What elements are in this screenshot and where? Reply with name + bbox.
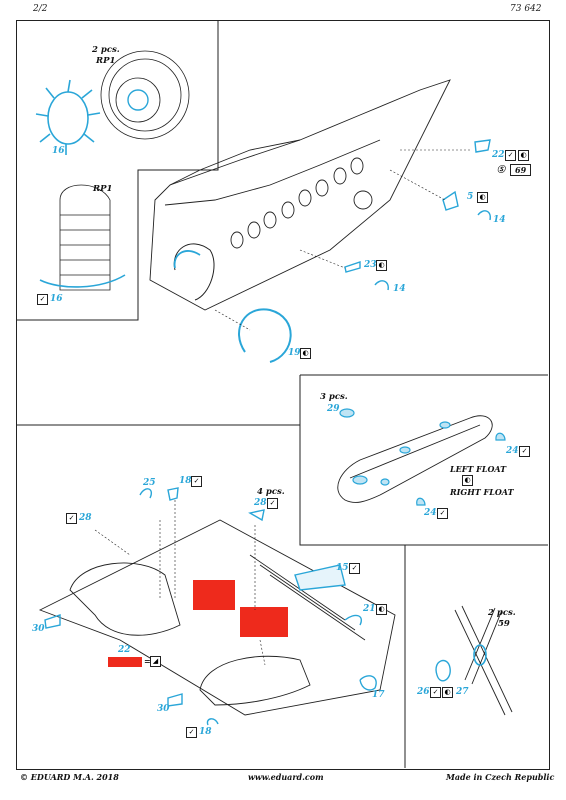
part-21: 21 — [363, 604, 376, 614]
part-69: 69 — [510, 164, 532, 176]
check-icon: ✓ — [66, 513, 77, 524]
part-25: 25 — [143, 478, 156, 488]
strut-qty: 2 pcs. — [488, 608, 516, 618]
right-float-label: RIGHT FLOAT — [450, 487, 514, 497]
paint-icon: ◢ — [150, 656, 161, 667]
check-icon: ✓ — [437, 508, 448, 519]
engine-code: RP1 — [96, 56, 116, 66]
check-icon: ✓ — [191, 476, 202, 487]
part-14a: 14 — [493, 215, 506, 225]
check-icon: ✓ — [349, 563, 360, 574]
part-22: 22 — [492, 150, 505, 160]
part-24b: 24 — [424, 508, 437, 518]
part-26: 26 — [417, 687, 430, 697]
part-18a: 18 — [179, 476, 192, 486]
check-icon: ✓ — [430, 687, 441, 698]
website: www.eduard.com — [248, 772, 324, 782]
part-16-detail: 16 — [50, 294, 63, 304]
mask-red-1 — [193, 580, 235, 610]
half-circle-icon: ◐ — [300, 348, 311, 359]
mask-red-legend — [108, 657, 142, 667]
part-22b: 22 — [118, 645, 131, 655]
page-number: 2/2 — [33, 4, 48, 14]
left-float-label: LEFT FLOAT — [450, 464, 507, 474]
float-qty: 3 pcs. — [320, 392, 348, 402]
part-29: 29 — [327, 404, 340, 414]
page-frame — [16, 20, 550, 770]
mask-red-2 — [240, 607, 288, 637]
strut-code: 59 — [498, 619, 510, 629]
half-circle-icon: ◐ — [376, 260, 387, 271]
half-circle-icon: ◐ — [376, 604, 387, 615]
half-circle-icon: ◐ — [462, 475, 473, 486]
ref-symbol-icon: Ⓢ — [497, 164, 505, 174]
wing — [38, 519, 396, 716]
engine-qty: 2 pcs. — [92, 45, 120, 55]
part-27: 27 — [456, 687, 469, 697]
fuselage — [149, 79, 451, 311]
float — [337, 415, 493, 503]
part-17: 17 — [372, 690, 385, 700]
part-15: 15 — [336, 563, 349, 573]
equals-sign: = — [144, 656, 151, 666]
part-30b: 30 — [157, 704, 170, 714]
part-19: 19 — [288, 348, 301, 358]
half-circle-icon: ◐ — [518, 150, 529, 161]
check-icon: ✓ — [37, 294, 48, 305]
kit-code: 73 642 — [510, 4, 542, 14]
made-in: Made in Czech Republic — [446, 772, 555, 782]
part-30a: 30 — [32, 624, 45, 634]
half-circle-icon: ◐ — [477, 192, 488, 203]
part-5: 5 — [467, 192, 474, 202]
ignition-ring-etch — [35, 79, 101, 155]
check-icon: ✓ — [505, 150, 516, 161]
check-icon: ✓ — [186, 727, 197, 738]
part-28a: 28 — [79, 513, 92, 523]
part-18b: 18 — [199, 727, 212, 737]
strut — [435, 605, 513, 716]
wing-qty: 4 pcs. — [257, 487, 285, 497]
check-icon: ✓ — [519, 446, 530, 457]
detail-code: RP1 — [93, 184, 113, 194]
part-23: 23 — [364, 260, 377, 270]
copyright: © EDUARD M.A. 2018 — [20, 772, 119, 782]
door-ring-etch — [238, 308, 292, 363]
cylinder-detail — [39, 184, 126, 291]
half-circle-icon: ◐ — [442, 687, 453, 698]
part-16-engine: 16 — [52, 146, 65, 156]
part-14b: 14 — [393, 284, 406, 294]
part-24a: 24 — [506, 446, 519, 456]
part-28b: 28 — [254, 498, 267, 508]
check-icon: ✓ — [267, 498, 278, 509]
radial-engine — [100, 50, 190, 140]
